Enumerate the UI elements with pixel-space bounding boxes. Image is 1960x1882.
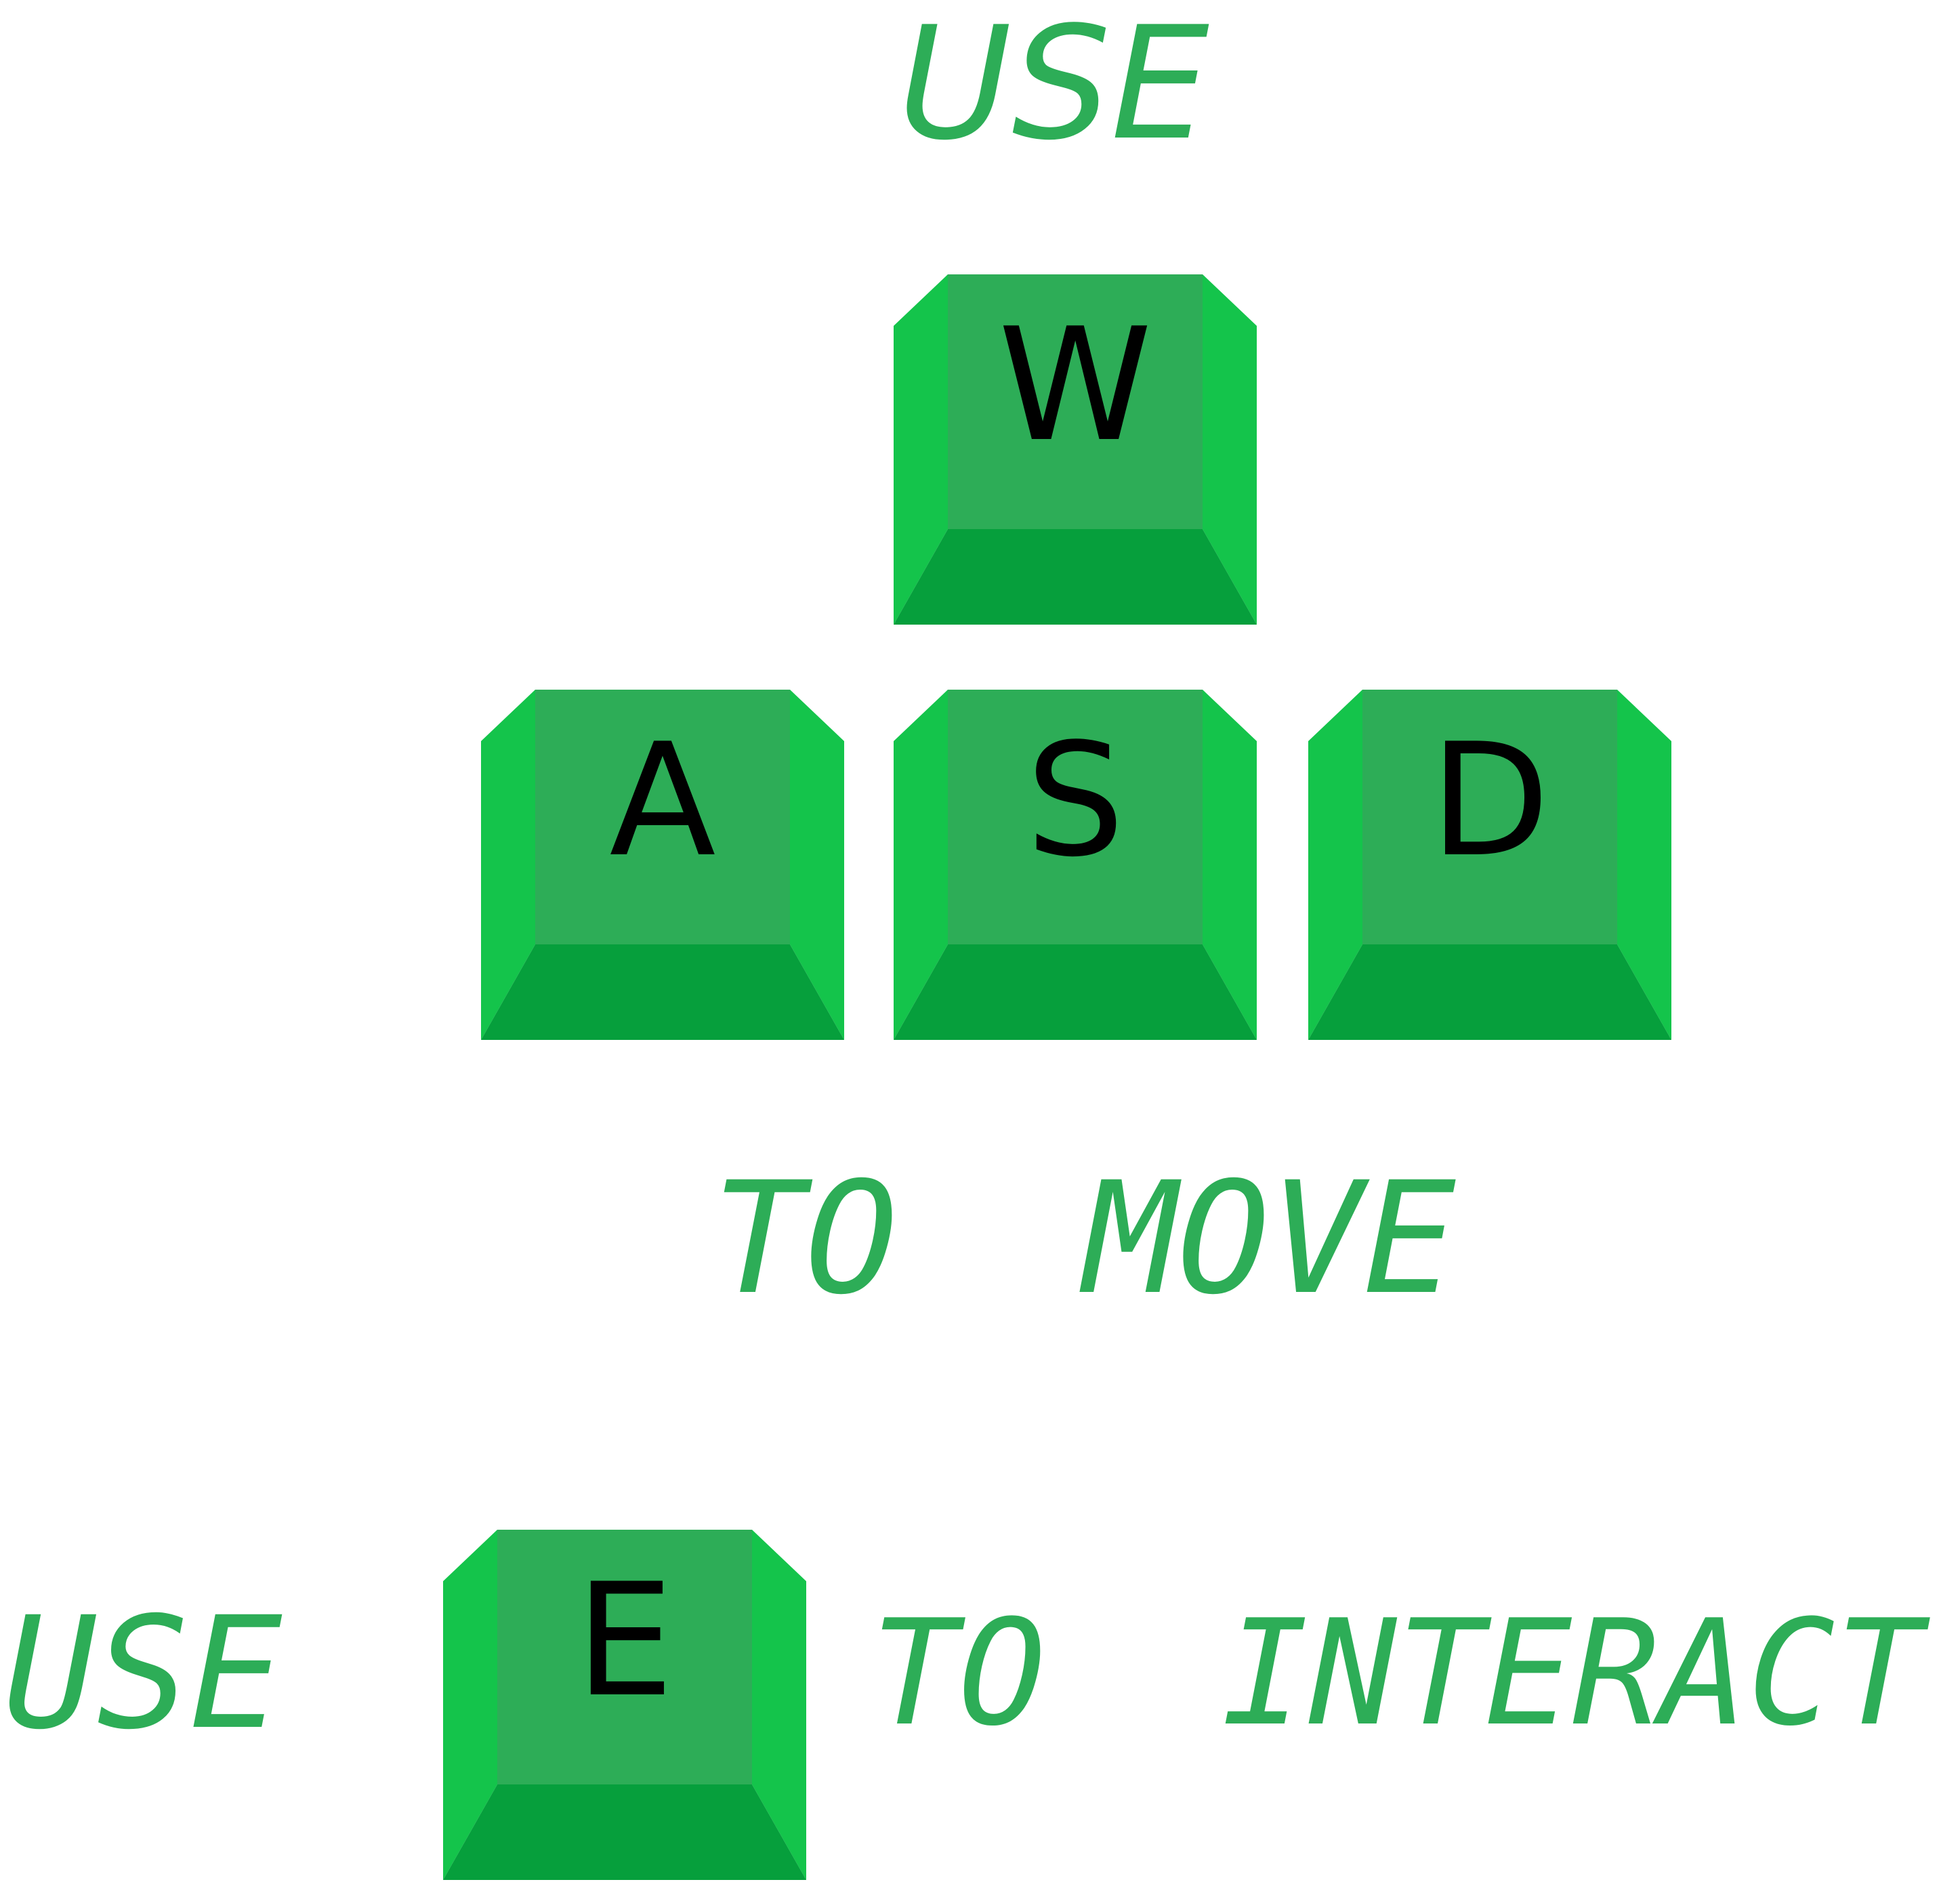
interact-caption-suffix: TO INTERACT [871,1588,1923,1758]
key-e[interactable]: E [443,1530,806,1882]
move-caption-prefix: USE [898,0,1209,175]
key-e-cap-shape [443,1530,806,1880]
key-s-label: S [1026,711,1125,892]
key-w[interactable]: W [894,274,1257,627]
key-a-label: A [609,711,716,892]
key-d-cap-shape [1308,690,1671,1040]
key-a-cap-shape [481,690,844,1040]
key-e-label: E [575,1551,674,1732]
key-w-cap-shape [894,274,1257,625]
key-d[interactable]: D [1308,690,1671,1042]
key-w-label: W [998,295,1152,476]
key-s[interactable]: S [894,690,1257,1042]
key-a[interactable]: A [481,690,844,1042]
key-d-label: D [1430,711,1550,892]
interact-caption-prefix: USE [3,1583,283,1763]
move-caption-suffix: TO MOVE [711,1148,1457,1329]
key-s-cap-shape [894,690,1257,1040]
